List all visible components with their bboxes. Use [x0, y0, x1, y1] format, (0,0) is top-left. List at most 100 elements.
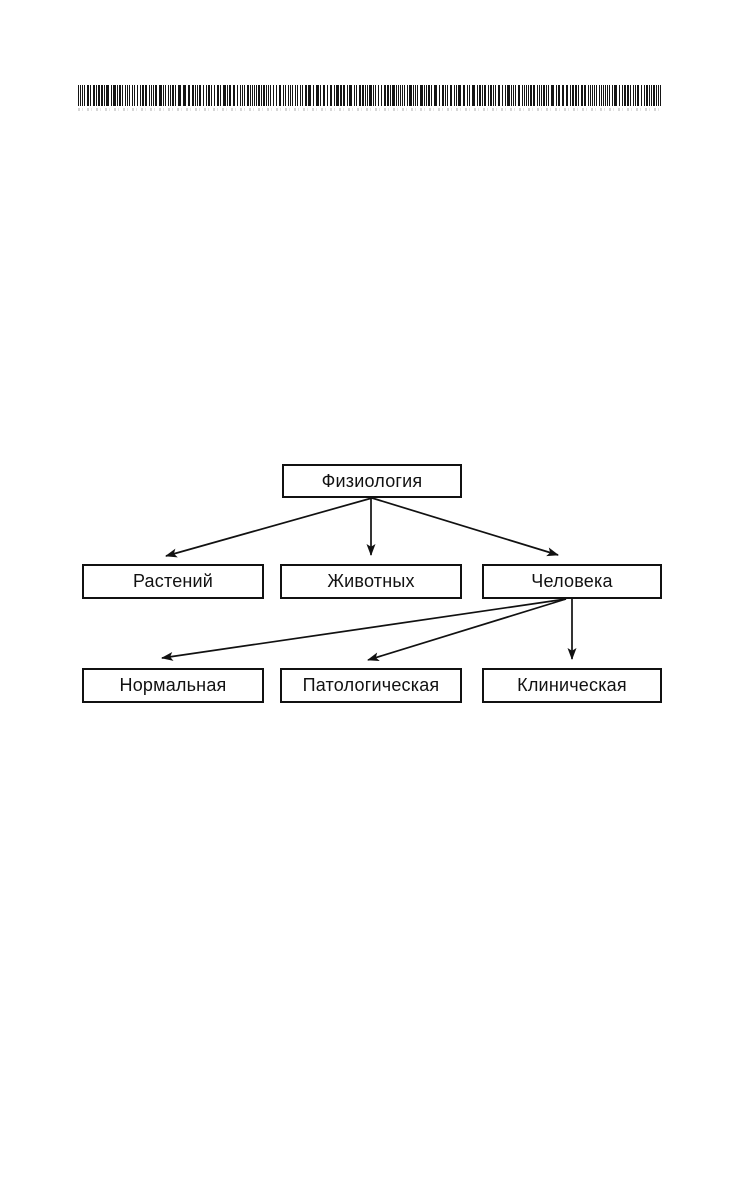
- barcode-stripe: [308, 85, 311, 106]
- barcode-stripe: [257, 85, 258, 106]
- barcode-stripe: [90, 85, 91, 106]
- barcode-stripe: [650, 85, 651, 106]
- barcode-stripe: [316, 85, 319, 106]
- barcode-stripe: [437, 85, 439, 106]
- barcode-stripe: [575, 85, 577, 106]
- barcode-stripe: [254, 85, 255, 106]
- node-human: Человека: [482, 564, 662, 599]
- barcode-stripe: [535, 85, 537, 106]
- barcode-stripe: [408, 85, 409, 106]
- barcode-stripe: [626, 85, 627, 106]
- barcode-stripe: [352, 85, 354, 106]
- barcode-stripe: [607, 85, 608, 106]
- barcode-stripe: [106, 85, 109, 106]
- barcode-stripe: [468, 85, 469, 106]
- barcode-stripe: [204, 85, 206, 106]
- barcode-stripe: [300, 85, 301, 106]
- barcode-stripe: [586, 85, 588, 106]
- barcode-stripe: [100, 85, 101, 106]
- barcode-stripe: [636, 85, 637, 106]
- barcode-stripe: [600, 85, 601, 106]
- barcode-stripe: [584, 85, 586, 106]
- barcode-stripe: [603, 85, 604, 106]
- barcode-stripe: [311, 85, 313, 106]
- barcode-stripe: [340, 85, 342, 106]
- barcode-stripe: [620, 85, 622, 106]
- barcode-stripe: [482, 85, 483, 106]
- barcode-stripe: [395, 85, 396, 106]
- barcode-stripe: [530, 85, 532, 106]
- barcode-stripe: [168, 85, 169, 106]
- barcode-stripe: [608, 85, 609, 106]
- barcode-stripe: [365, 85, 366, 106]
- barcode-stripe: [463, 85, 465, 106]
- barcode-stripe: [181, 85, 183, 106]
- barcode-stripe: [221, 85, 223, 106]
- barcode-stripe: [170, 85, 171, 106]
- barcode-stripe: [502, 85, 503, 106]
- barcode-stripe: [539, 85, 540, 106]
- node-animals: Животных: [280, 564, 462, 599]
- barcode-stripe: [646, 85, 648, 106]
- barcode-stripe: [243, 85, 244, 106]
- barcode-stripe: [238, 85, 240, 106]
- barcode-stripe: [373, 85, 374, 106]
- barcode-stripe: [619, 85, 620, 106]
- node-physiology: Физиология: [282, 464, 462, 498]
- barcode-stripe: [291, 85, 292, 106]
- barcode-stripe: [277, 85, 279, 106]
- barcode-stripe: [320, 85, 321, 106]
- barcode-stripe: [417, 85, 418, 106]
- barcode-stripe: [446, 85, 447, 106]
- barcode-stripe: [511, 85, 512, 106]
- barcode-stripe: [401, 85, 402, 106]
- barcode-stripe: [217, 85, 219, 106]
- barcode-stripe: [490, 85, 492, 106]
- barcode-stripe: [430, 85, 431, 106]
- barcode-stripe: [281, 85, 283, 106]
- barcode-stripe: [583, 85, 584, 106]
- barcode-stripe: [568, 85, 570, 106]
- barcode-stripe: [301, 85, 302, 106]
- barcode-stripe: [379, 85, 381, 106]
- barcode-stripe: [137, 85, 138, 106]
- barcode-stripe: [402, 85, 403, 106]
- barcode-stripe: [142, 85, 144, 106]
- barcode-stripe: [384, 85, 386, 106]
- barcode-stripe: [186, 85, 188, 106]
- barcode-stripe: [292, 85, 293, 106]
- barcode-stripe: [199, 85, 201, 106]
- barcode-stripe: [427, 85, 428, 106]
- barcode-stripe: [118, 85, 119, 106]
- barcode-stripe: [465, 85, 467, 106]
- barcode-stripe: [295, 85, 296, 106]
- barcode-stripe: [467, 85, 468, 106]
- barcode-stripe: [335, 85, 336, 106]
- barcode-stripe: [488, 85, 489, 106]
- barcode-stripe: [271, 85, 273, 106]
- barcode-stripe: [152, 85, 153, 106]
- barcode-stripe: [397, 85, 398, 106]
- barcode-stripe: [588, 85, 589, 106]
- barcode-stripe: [192, 85, 194, 106]
- barcode-stripe: [570, 85, 571, 106]
- barcode-stripe: [231, 85, 233, 106]
- barcode-stripe: [486, 85, 488, 106]
- barcode-stripe: [542, 85, 543, 106]
- barcode-stripe: [347, 85, 348, 106]
- barcode-stripe: [560, 85, 562, 106]
- barcode-stripe: [456, 85, 457, 106]
- barcode-stripe: [89, 85, 90, 106]
- barcode-stripe: [418, 85, 420, 106]
- barcode-stripe: [251, 85, 252, 106]
- barcode-stripe: [452, 85, 454, 106]
- barcode-stripe: [432, 85, 434, 106]
- barcode-stripe: [389, 85, 390, 106]
- barcode-stripe: [513, 85, 514, 106]
- barcode-stripe: [660, 85, 661, 106]
- barcode-stripe: [413, 85, 414, 106]
- barcode-stripe: [228, 85, 229, 106]
- barcode-stripe: [96, 85, 97, 106]
- barcode-stripe: [327, 85, 328, 106]
- barcode-stripe: [267, 85, 268, 106]
